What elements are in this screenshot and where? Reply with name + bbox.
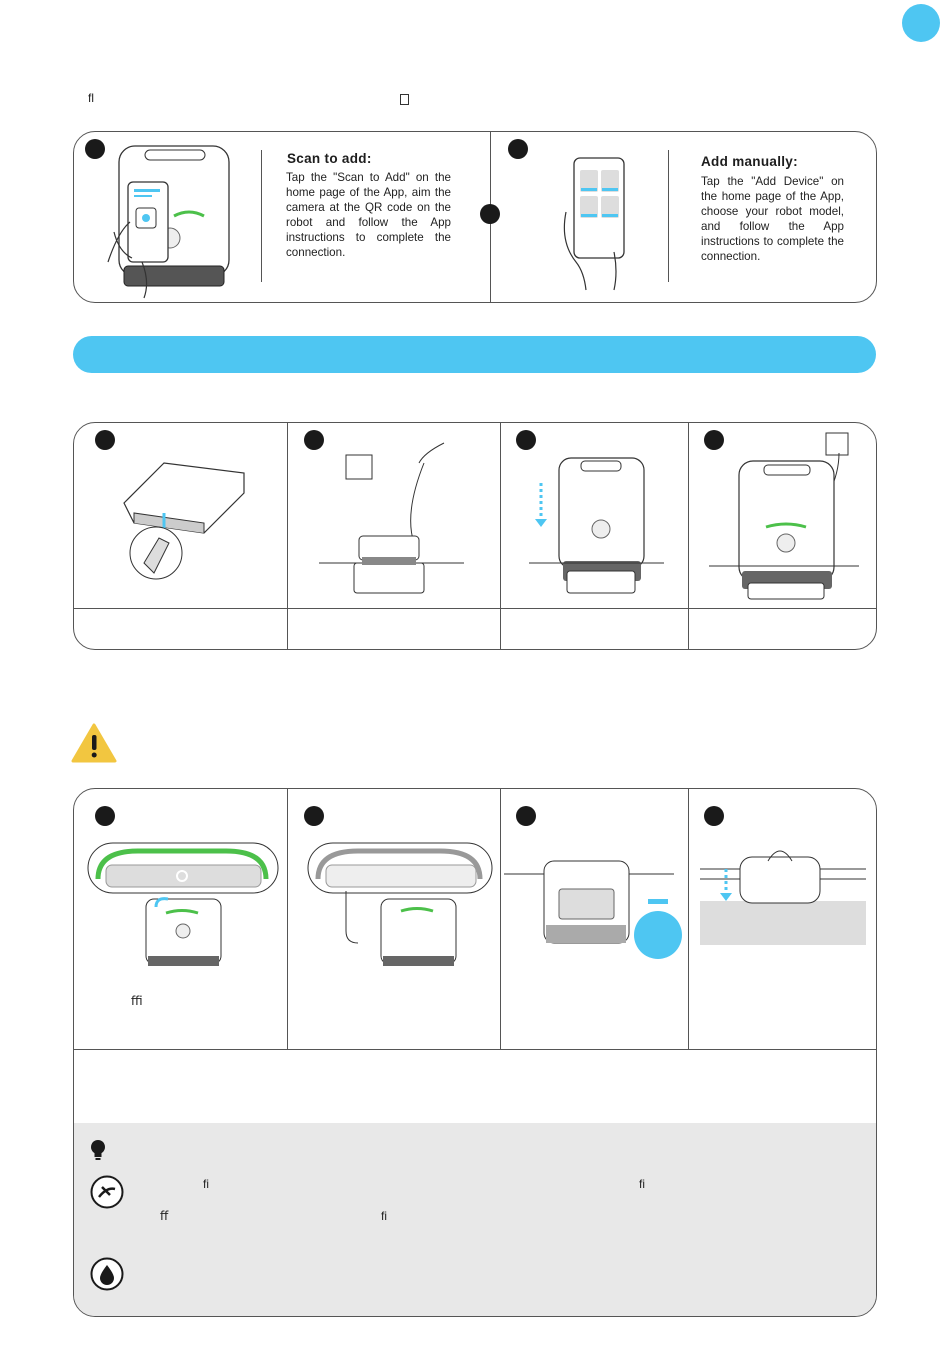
tip-glyph: ﬁ (639, 1177, 645, 1191)
power-on-illustration (87, 842, 279, 966)
brush-icon (90, 1175, 124, 1209)
step-number-1 (95, 806, 115, 826)
step-number-2 (304, 806, 324, 826)
step-number-3 (516, 806, 536, 826)
step-1-glyph: ﬃ (131, 994, 143, 1008)
charging-robot-illustration (709, 432, 859, 600)
tip-glyph: ﬁ (203, 1177, 209, 1191)
panel-divider (688, 423, 689, 649)
add-manually-heading: Add manually: (701, 154, 798, 169)
setup-panel (73, 422, 877, 650)
step-number-3 (516, 430, 536, 450)
panel-divider (74, 608, 876, 609)
step-number-4 (704, 806, 724, 826)
section-header-bar (73, 336, 876, 373)
phone-app-illustration (563, 157, 625, 291)
dock-robot-illustration (529, 457, 664, 594)
missing-glyph-box (400, 94, 409, 105)
scan-to-add-text: Tap the "Scan to Add" on the home page o… (286, 171, 451, 260)
step-marker (480, 204, 500, 224)
lift-robot-illustration (700, 850, 866, 945)
warning-icon (71, 723, 117, 763)
step-number-2 (508, 139, 528, 159)
scan-to-add-heading: Scan to add: (287, 151, 372, 166)
panel-divider (261, 150, 262, 282)
operation-panel: ﬃ ﬁ (73, 788, 877, 1317)
intro-glyph: ﬂ (88, 91, 94, 105)
mode-select-illustration (307, 842, 493, 966)
panel-divider (74, 1049, 876, 1050)
panel-divider (287, 423, 288, 649)
step-number-1 (85, 139, 105, 159)
lightbulb-icon (91, 1140, 105, 1160)
wait-timer-illustration (504, 860, 682, 959)
step-number-4 (704, 430, 724, 450)
scan-robot-illustration (107, 145, 230, 299)
panel-divider (688, 789, 689, 1049)
panel-divider (668, 150, 669, 282)
tip-glyph: ﬀ (160, 1209, 169, 1223)
step-number-2 (304, 430, 324, 450)
panel-divider (500, 423, 501, 649)
step-number-1 (95, 430, 115, 450)
panel-divider (500, 789, 501, 1049)
page-number-badge (902, 4, 940, 42)
add-manually-text: Tap the "Add Device" on the home page of… (701, 175, 844, 264)
tip-glyph: ﬁ (381, 1209, 387, 1223)
panel-divider (287, 789, 288, 1049)
connect-panel: Scan to add: Tap the "Scan to Add" on th… (73, 131, 877, 303)
plug-in-illustration (319, 442, 464, 594)
tips-section: ﬁ ﬁ ﬀ ﬁ (74, 1123, 876, 1316)
base-assembly-illustration (123, 462, 245, 580)
water-drop-icon (90, 1257, 124, 1291)
